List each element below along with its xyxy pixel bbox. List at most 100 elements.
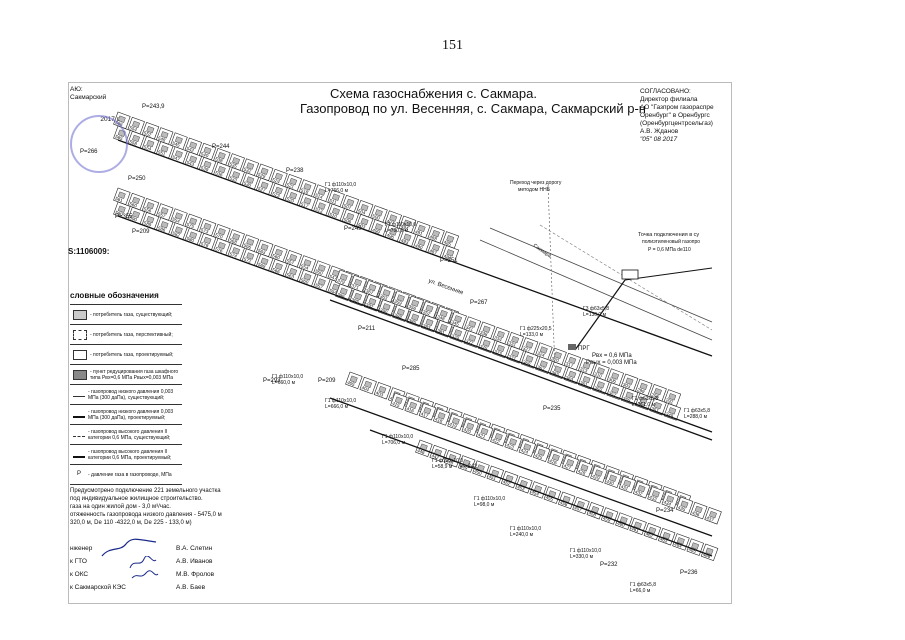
land-lot: 449: [457, 455, 476, 473]
land-lot: 494: [398, 215, 417, 234]
lot-number: 535: [229, 161, 238, 168]
land-lot: 436: [690, 501, 708, 520]
pipe-spec: Г1 ф225х20,5: [520, 326, 552, 332]
house-marker: [174, 212, 183, 220]
land-lot: 554: [298, 255, 317, 273]
house-marker: [396, 308, 405, 316]
land-lot: 554: [127, 116, 145, 135]
lot-number: 359: [594, 385, 603, 392]
land-lot: 572: [241, 248, 260, 266]
lot-number: 327: [522, 345, 531, 352]
lot-number: 563: [286, 272, 295, 279]
house-marker: [596, 367, 605, 375]
lot-number: 545: [172, 141, 181, 148]
lot-number: 423: [506, 442, 515, 449]
lot-number: 433: [649, 494, 658, 501]
lot-number: 338: [479, 330, 488, 337]
pressure-label: P=234: [656, 508, 674, 514]
scheme-subtitle: Газопровод по ул. Весенняя, с. Сакмара, …: [300, 101, 646, 116]
pipe-length: L=288,0 м: [684, 414, 708, 420]
house-marker: [411, 299, 420, 307]
house-marker: [246, 176, 255, 184]
house-marker: [651, 490, 660, 498]
lot-number: 458: [588, 510, 597, 517]
lot-number: 463: [659, 536, 668, 543]
lot-number: 557: [314, 283, 323, 290]
house-marker: [346, 198, 355, 207]
gas-pipeline: [329, 397, 713, 537]
house-marker: [174, 150, 183, 158]
note-line: газа на один жилой дом - 3,0 м³/час.: [70, 504, 171, 510]
land-lot: 504: [355, 200, 374, 218]
house-marker: [446, 235, 455, 243]
land-lot: 466: [700, 543, 719, 562]
lot-number: 560: [300, 277, 309, 284]
lot-number: 379: [336, 278, 345, 285]
lot-number: 416: [406, 406, 415, 413]
crossing-note: Переход через дорогу: [510, 180, 562, 186]
house-marker: [568, 370, 577, 379]
land-lot: 429: [590, 465, 608, 483]
land-lot: 310: [592, 363, 610, 381]
land-lot: 345: [449, 311, 467, 329]
lot-number: 548: [157, 135, 166, 142]
land-lot: 590: [127, 206, 145, 225]
pipe-spec: Г1 ф110х10,0: [382, 434, 413, 440]
lot-number: 303: [622, 382, 631, 389]
road-edge: [489, 227, 713, 323]
lot-number: 557: [157, 211, 166, 218]
seal-stamp: [70, 115, 128, 173]
lot-number: 547: [172, 155, 181, 162]
lot-number: 457: [574, 505, 583, 512]
house-marker: [274, 262, 283, 271]
lot-number: 436: [691, 510, 700, 517]
house-marker: [605, 511, 614, 519]
house-marker: [332, 193, 340, 201]
signature-role: нженер: [70, 545, 93, 552]
pipe-length: L=330,0 м: [570, 554, 594, 560]
lot-number: 568: [229, 237, 238, 244]
house-marker: [625, 377, 634, 385]
land-lot: 524: [270, 168, 288, 187]
house-marker: [582, 375, 591, 384]
house-marker: [317, 264, 326, 272]
page-number: 151: [442, 38, 463, 53]
land-lot: 573: [198, 218, 217, 237]
land-lot: 514: [313, 184, 331, 202]
house-marker: [437, 412, 446, 420]
land-lot: 532: [241, 158, 260, 176]
lot-number: 299: [636, 387, 645, 394]
house-marker: [525, 355, 534, 363]
land-lot: 320: [549, 347, 567, 366]
prg-outlet-pressure: Рвых = 0,003 МПа: [586, 360, 637, 366]
land-lot: 530: [241, 172, 260, 190]
house-marker: [554, 365, 562, 373]
land-lot: 425: [532, 444, 551, 463]
lot-number: 487: [429, 248, 438, 255]
pressure-label: P=250: [128, 176, 146, 182]
legend-row: - пункт редуцирования газа шкафного типа…: [70, 365, 182, 385]
lot-number: 589: [143, 220, 152, 227]
house-marker: [432, 229, 440, 238]
house-marker: [494, 432, 503, 441]
house-marker: [260, 167, 269, 175]
house-marker: [634, 521, 642, 529]
lot-number: 580: [114, 210, 123, 217]
house-marker: [346, 212, 355, 221]
lot-number: 570: [214, 232, 223, 239]
land-lot: 431: [618, 475, 637, 494]
lot-number: 432: [634, 489, 643, 496]
lot-number: 361: [579, 380, 588, 387]
lot-number: 576: [214, 246, 223, 253]
land-lot: 447: [429, 444, 447, 463]
land-lot: 348: [435, 306, 453, 324]
pressure-label: P=209: [318, 378, 336, 384]
lot-number: 582: [172, 231, 181, 238]
notes-block: Предусмотрено подключение 221 земельного…: [70, 487, 250, 527]
land-lot: 359: [392, 290, 410, 308]
land-lot: 418: [432, 408, 451, 426]
pressure-label: P=238: [286, 168, 304, 174]
legend-table: - потребитель газа, существующий; - потр…: [70, 304, 182, 485]
lot-number: 405: [346, 380, 355, 387]
house-marker: [217, 227, 226, 236]
